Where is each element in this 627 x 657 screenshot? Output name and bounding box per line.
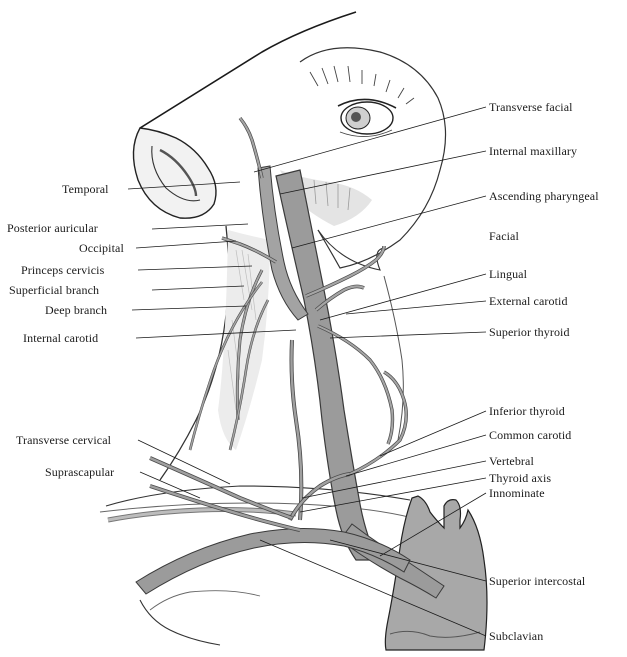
label-transverse-facial: Transverse facial (489, 100, 573, 114)
label-internal-carotid: Internal carotid (23, 331, 98, 345)
chin-jaw (318, 230, 384, 270)
label-superficial-branch: Superficial branch (9, 283, 99, 297)
label-subclavian: Subclavian (489, 629, 543, 643)
label-lingual: Lingual (489, 267, 527, 281)
ear-icon (133, 128, 216, 218)
label-external-carotid: External carotid (489, 294, 568, 308)
label-internal-maxillary: Internal maxillary (489, 144, 577, 158)
label-superior-intercostal: Superior intercostal (489, 574, 585, 588)
label-suprascapular: Suprascapular (45, 465, 114, 479)
label-occipital: Occipital (79, 241, 124, 255)
temporal-artery (240, 118, 262, 178)
label-transverse-cervical: Transverse cervical (16, 433, 111, 447)
label-common-carotid: Common carotid (489, 428, 571, 442)
eye-icon (338, 99, 396, 136)
label-deep-branch: Deep branch (45, 303, 107, 317)
head-outline (140, 12, 356, 128)
label-innominate: Innominate (489, 486, 545, 500)
label-superior-thyroid: Superior thyroid (489, 325, 570, 339)
neck-back-outline (160, 226, 229, 480)
arm-outline (140, 600, 220, 645)
label-ascending-pharyngeal: Ascending pharyngeal (489, 189, 599, 203)
brow-hatching (310, 66, 414, 104)
label-inferior-thyroid: Inferior thyroid (489, 404, 565, 418)
label-posterior-auricular: Posterior auricular (7, 221, 98, 235)
label-vertebral: Vertebral (489, 454, 534, 468)
label-thyroid-axis: Thyroid axis (489, 471, 551, 485)
label-facial: Facial (489, 229, 519, 243)
label-princeps-cervicis: Princeps cervicis (21, 263, 104, 277)
label-temporal: Temporal (62, 182, 109, 196)
